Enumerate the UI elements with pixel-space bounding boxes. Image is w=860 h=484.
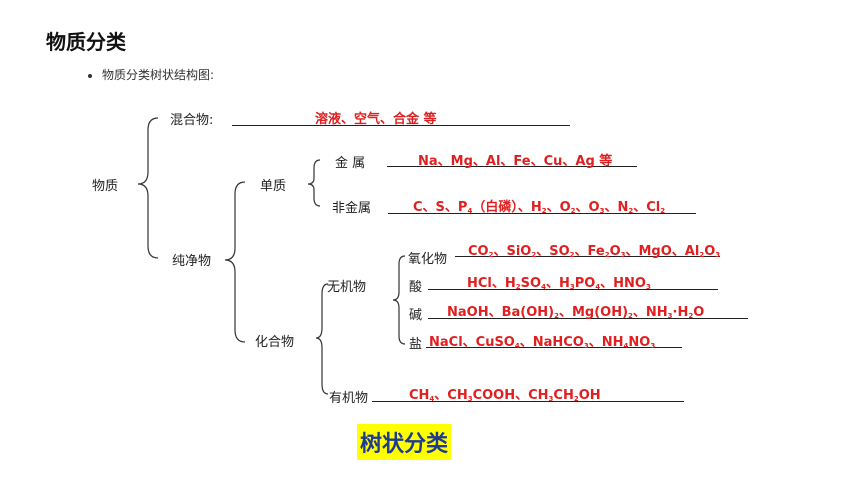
answer-line-mixture (232, 125, 570, 126)
node-substance: 物质 (92, 179, 119, 194)
bullet-line: 物质分类树状结构图: (88, 66, 214, 83)
answer-line-organic (372, 401, 684, 402)
bullet-text: 物质分类树状结构图: (102, 68, 215, 82)
answer-oxide: CO2、SiO2、SO2、Fe2O3、MgO、Al2O3 (468, 244, 721, 259)
node-oxide: 氧化物 (408, 252, 448, 267)
answer-metal: Na、Mg、Al、Fe、Cu、Ag 等 (418, 154, 613, 169)
node-organic: 有机物 (329, 391, 369, 406)
answer-organic: CH4、CH3COOH、CH3CH2OH (409, 388, 601, 403)
answer-nonmetal: C、S、P4（白磷）、H2、O2、O3、N2、Cl2 (413, 200, 666, 215)
bracket-compound (315, 283, 329, 395)
bracket-inorganic (392, 255, 406, 345)
answer-line-acid (428, 289, 718, 290)
page-title: 物质分类 (46, 30, 126, 54)
answer-mixture: 溶液、空气、合金 等 (315, 112, 437, 127)
node-salt: 盐 (409, 337, 423, 352)
bullet-dot-icon (88, 73, 92, 78)
answer-line-oxide (455, 256, 720, 257)
node-pure: 纯净物 (172, 254, 212, 269)
answer-line-nonmetal (388, 213, 696, 214)
answer-salt: NaCl、CuSO4、NaHCO3、NH4NO3 (429, 335, 656, 350)
bracket-pure (224, 181, 246, 343)
answer-base: NaOH、Ba(OH)2、Mg(OH)2、NH3·H2O (447, 305, 705, 320)
node-compound: 化合物 (255, 335, 295, 350)
bracket-element (307, 159, 321, 207)
tree-classification-banner: 树状分类 (357, 424, 452, 460)
answer-acid: HCl、H2SO4、H3PO4、HNO3 (467, 276, 651, 291)
answer-line-base (428, 318, 748, 319)
node-metal: 金 属 (335, 156, 366, 171)
answer-line-salt (426, 347, 682, 348)
node-acid: 酸 (409, 280, 423, 295)
bracket-root (137, 117, 159, 259)
node-element: 单质 (260, 179, 287, 194)
node-base: 碱 (409, 308, 423, 323)
node-mixture: 混合物: (170, 113, 214, 128)
node-inorganic: 无机物 (327, 280, 367, 295)
node-nonmetal: 非金属 (332, 201, 372, 216)
answer-line-metal (387, 166, 637, 167)
